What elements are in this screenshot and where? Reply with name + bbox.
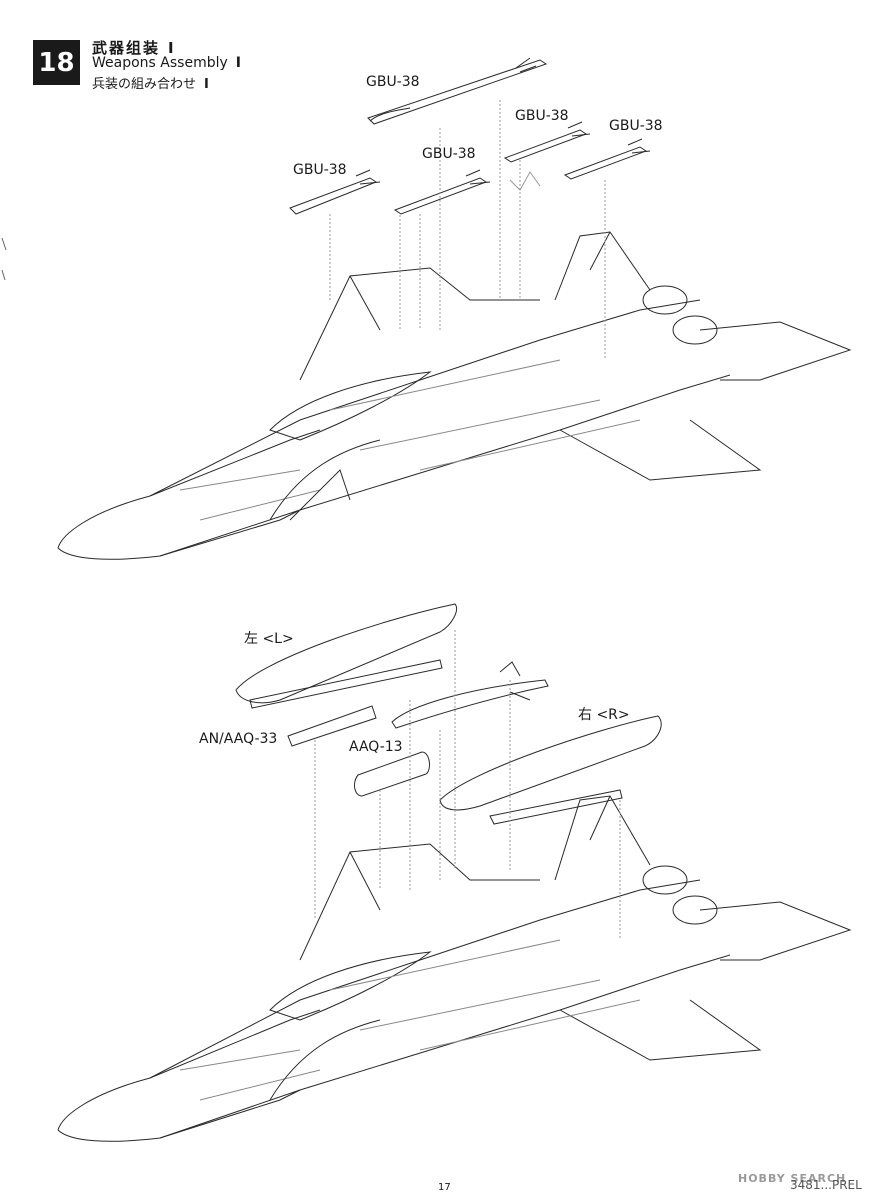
step-title-chinese: 武器组装 I	[92, 37, 176, 58]
callout-gbu-38-e: GBU-38	[609, 118, 663, 134]
page-number: 17	[438, 1182, 451, 1193]
footer-code: 3481...PREL	[790, 1178, 862, 1192]
callout-gbu-38-b: GBU-38	[293, 162, 347, 178]
callout-gbu-38-a: GBU-38	[366, 74, 420, 90]
step-title-japanese: 兵装の組み合わせ I	[92, 73, 209, 92]
callout-left-tank: 左 <L>	[244, 631, 294, 647]
gbu-38-bombs	[289, 57, 651, 215]
title-en-text: Weapons Assembly	[92, 55, 228, 71]
callout-aaq-13: AAQ-13	[349, 739, 403, 755]
watermark: HOBBY SEARCH	[738, 1172, 847, 1185]
callout-gbu-38-c: GBU-38	[422, 146, 476, 162]
aircraft-top-view-lower	[57, 795, 852, 1142]
callout-right-tank: 右 <R>	[578, 707, 630, 723]
step-title-english: Weapons Assembly I	[92, 55, 241, 71]
title-marker: I	[204, 77, 209, 92]
callout-gbu-38-d: GBU-38	[515, 108, 569, 124]
step-number-badge: 18	[33, 40, 80, 85]
title-cn-text: 武器组装	[92, 39, 161, 57]
title-marker: I	[168, 39, 176, 57]
guide-lines-lower	[314, 630, 621, 940]
title-marker: I	[235, 55, 241, 71]
title-jp-text: 兵装の組み合わせ	[92, 77, 197, 92]
external-stores	[235, 603, 662, 825]
guide-lines-upper	[329, 100, 606, 360]
callout-an-aaq-33: AN/AAQ-33	[199, 731, 278, 747]
aircraft-top-view-upper	[57, 231, 852, 560]
